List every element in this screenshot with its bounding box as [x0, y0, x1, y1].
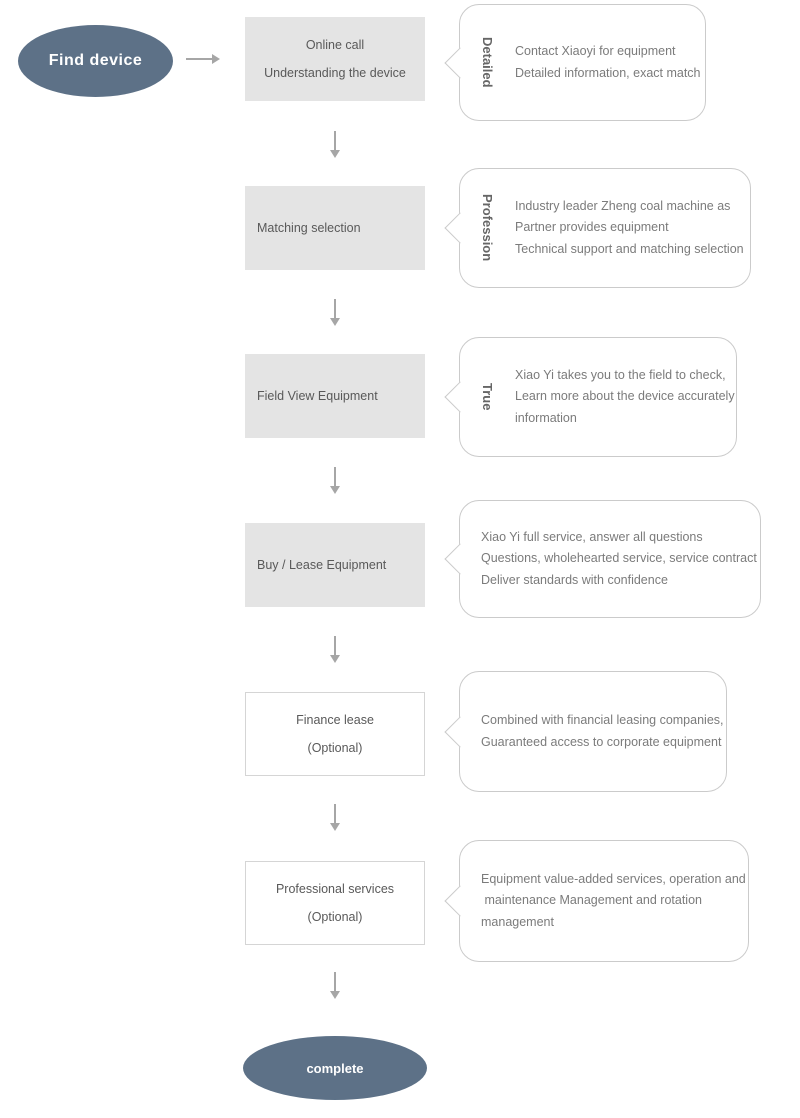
bubble-side-label: True: [480, 383, 495, 411]
step-online-call: Online call Understanding the device: [245, 17, 425, 101]
arrow-shaft: [334, 299, 336, 318]
down-arrow-icon: [328, 972, 342, 999]
right-arrow-icon: [186, 52, 222, 66]
bubble-buy-lease-equipment: Xiao Yi full service, answer all questio…: [444, 500, 761, 618]
arrow-shaft: [334, 636, 336, 655]
bubble-side-label: Profession: [480, 194, 495, 262]
bubble-text: Equipment value-added services, operatio…: [481, 871, 746, 929]
bubble-text: Industry leader Zheng coal machine as Pa…: [515, 198, 744, 256]
step-field-view-equipment: Field View Equipment: [245, 354, 425, 438]
bubble-text: Xiao Yi full service, answer all questio…: [481, 529, 757, 587]
end-node: complete: [243, 1036, 427, 1100]
arrow-shaft: [186, 58, 212, 60]
step-finance-lease: Finance lease (Optional): [245, 692, 425, 776]
start-node: Find device: [18, 25, 173, 97]
bubble-finance-lease: Combined with financial leasing companie…: [444, 671, 727, 792]
step-professional-services: Professional services (Optional): [245, 861, 425, 945]
down-arrow-icon: [328, 299, 342, 326]
bubble-text: Contact Xiaoyi for equipment Detailed in…: [515, 44, 701, 80]
down-arrow-icon: [328, 804, 342, 831]
bubble-tail: [444, 381, 476, 413]
arrow-head: [330, 991, 340, 999]
step-buy-lease-equipment: Buy / Lease Equipment: [245, 523, 425, 607]
bubble-matching-selection: Profession Industry leader Zheng coal ma…: [444, 168, 751, 288]
arrow-shaft: [334, 972, 336, 991]
down-arrow-icon: [328, 636, 342, 663]
arrow-shaft: [334, 804, 336, 823]
arrow-head: [212, 54, 220, 64]
start-node-label: Find device: [48, 52, 143, 69]
bubble-professional-services: Equipment value-added services, operatio…: [444, 840, 749, 962]
arrow-head: [330, 486, 340, 494]
bubble-online-call: Detailed Contact Xiaoyi for equipment De…: [444, 4, 706, 121]
arrow-shaft: [334, 131, 336, 150]
down-arrow-icon: [328, 467, 342, 494]
arrow-head: [330, 823, 340, 831]
down-arrow-icon: [328, 131, 342, 158]
bubble-text: Xiao Yi takes you to the field to check,…: [515, 367, 735, 425]
step-line: Online call: [305, 38, 365, 52]
step-line: Professional services: [275, 882, 395, 896]
bubble-tail: [444, 212, 476, 244]
step-line: Field View Equipment: [257, 389, 378, 403]
step-line: Matching selection: [257, 221, 361, 235]
step-line: (Optional): [307, 741, 363, 755]
end-node-label: complete: [306, 1060, 364, 1076]
arrow-head: [330, 655, 340, 663]
step-line: Buy / Lease Equipment: [257, 558, 387, 572]
step-line: Finance lease: [296, 713, 374, 727]
arrow-head: [330, 150, 340, 158]
step-line: Understanding the device: [264, 66, 406, 80]
step-line: (Optional): [307, 910, 363, 924]
arrow-shaft: [334, 467, 336, 486]
step-matching-selection: Matching selection: [245, 186, 425, 270]
arrow-head: [330, 318, 340, 326]
bubble-field-view-equipment: True Xiao Yi takes you to the field to c…: [444, 337, 737, 457]
bubble-tail: [444, 46, 476, 79]
bubble-text: Combined with financial leasing companie…: [481, 713, 724, 749]
bubble-side-label: Detailed: [480, 37, 495, 88]
